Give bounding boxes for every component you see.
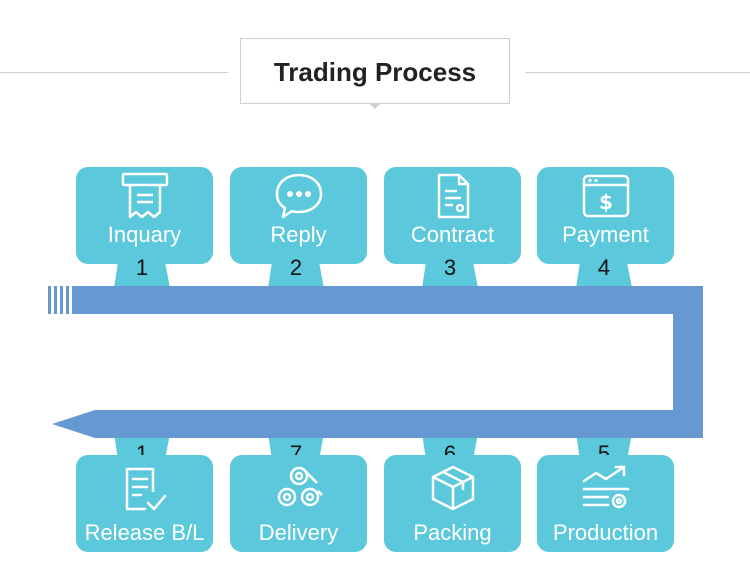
step-card-reply: Reply — [230, 167, 367, 264]
title-divider-left — [0, 72, 228, 73]
card-connectors — [114, 262, 632, 460]
receipt-icon — [121, 172, 169, 219]
growth-chart-icon — [582, 465, 630, 509]
step-card-release-bl: Release B/L — [76, 455, 213, 552]
step-label-contract: Contract — [410, 222, 495, 247]
step-card-production: Production — [537, 455, 674, 552]
step-number: 2 — [289, 255, 303, 280]
title-divider-right — [525, 72, 750, 73]
box-icon — [431, 465, 475, 511]
page-title: Trading Process — [273, 57, 477, 87]
step-label-reply: Reply — [270, 222, 327, 247]
step-label-delivery: Delivery — [258, 520, 339, 545]
document-icon — [437, 173, 470, 219]
step-label-release-bl: Release B/L — [84, 520, 205, 545]
step-number: 1 — [135, 255, 149, 280]
title-box: Trading Process — [240, 38, 510, 104]
step-card-inquary: Inquary — [76, 167, 213, 264]
svg-text:$: $ — [599, 190, 613, 214]
step-label-payment: Payment — [562, 222, 649, 247]
step-number: 4 — [597, 255, 611, 280]
step-label-packing: Packing — [413, 520, 492, 545]
title-pointer — [369, 103, 381, 109]
flow-arrow-body — [52, 286, 703, 438]
step-card-payment: $ Payment — [537, 167, 674, 264]
step-number: 3 — [443, 255, 457, 280]
chat-bubble-icon — [275, 173, 323, 219]
step-card-packing: Packing — [384, 455, 521, 552]
rolls-icon — [277, 466, 323, 507]
dollar-window-icon: $ — [582, 174, 630, 218]
step-card-delivery: Delivery — [230, 455, 367, 552]
checklist-icon — [125, 467, 167, 511]
step-label-production: Production — [552, 520, 659, 545]
step-card-contract: Contract — [384, 167, 521, 264]
step-label-inquary: Inquary — [107, 222, 182, 247]
arrow-tail-stripes — [48, 286, 69, 314]
